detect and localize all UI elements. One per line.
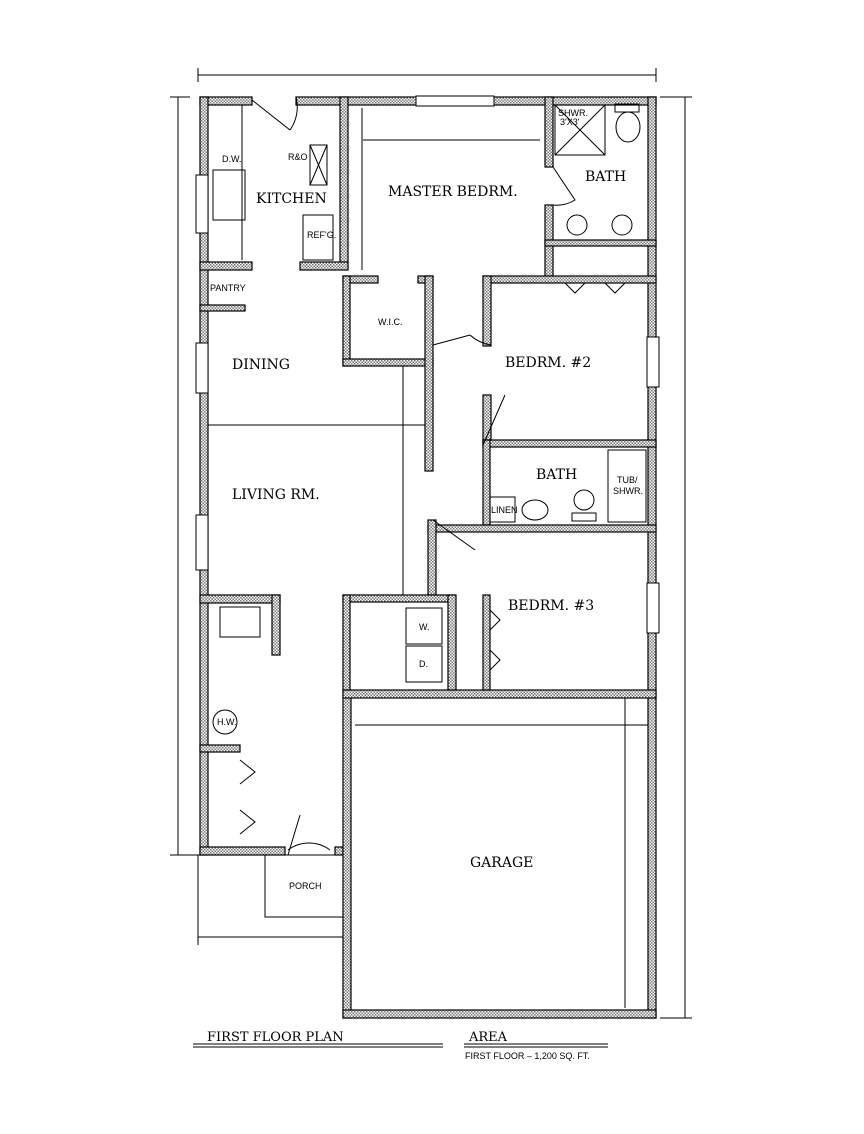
title-block: FIRST FLOOR PLAN AREA FIRST FLOOR – 1,20… [193,1030,608,1061]
label-range-oven: R&O [288,152,308,162]
dimension-lines [170,68,692,1019]
label-master-bedroom: MASTER BEDRM. [388,184,518,200]
fixtures [208,96,648,1008]
label-linen: LINEN [491,505,518,515]
label-bath-2: BATH [536,467,577,483]
area-value: FIRST FLOOR – 1,200 SQ. FT. [465,1051,590,1061]
area-heading: AREA [468,1030,508,1045]
label-washer: W. [419,622,430,632]
label-dishwasher: D.W. [222,154,242,164]
label-water-heater: H.W. [217,717,237,727]
label-bedroom-2: BEDRM. #2 [505,355,591,371]
label-bedroom-3: BEDRM. #3 [508,598,594,614]
label-wic: W.I.C. [378,317,403,327]
windows [195,95,660,634]
label-dining: DINING [232,357,290,373]
plan-title: FIRST FLOOR PLAN [207,1030,344,1045]
fixture-labels: D.W. R&O REF'G. SHWR. 3'X3' LINEN TUB/ S… [217,108,643,727]
label-refrigerator: REF'G. [307,230,336,240]
label-tub-shower: SHWR. [613,486,643,496]
label-shower-size: 3'X3' [560,117,580,127]
label-tub: TUB/ [617,475,638,485]
label-master-bath: BATH [585,169,626,185]
room-labels: KITCHEN MASTER BEDRM. BATH PANTRY W.I.C.… [210,169,626,891]
label-garage: GARAGE [470,855,533,871]
label-dryer: D. [419,659,428,669]
label-pantry: PANTRY [210,283,246,293]
label-shower: SHWR. [558,108,588,118]
interior-walls [199,96,657,753]
label-living-room: LIVING RM. [232,487,320,503]
label-kitchen: KITCHEN [256,191,327,207]
label-porch: PORCH [289,881,322,891]
